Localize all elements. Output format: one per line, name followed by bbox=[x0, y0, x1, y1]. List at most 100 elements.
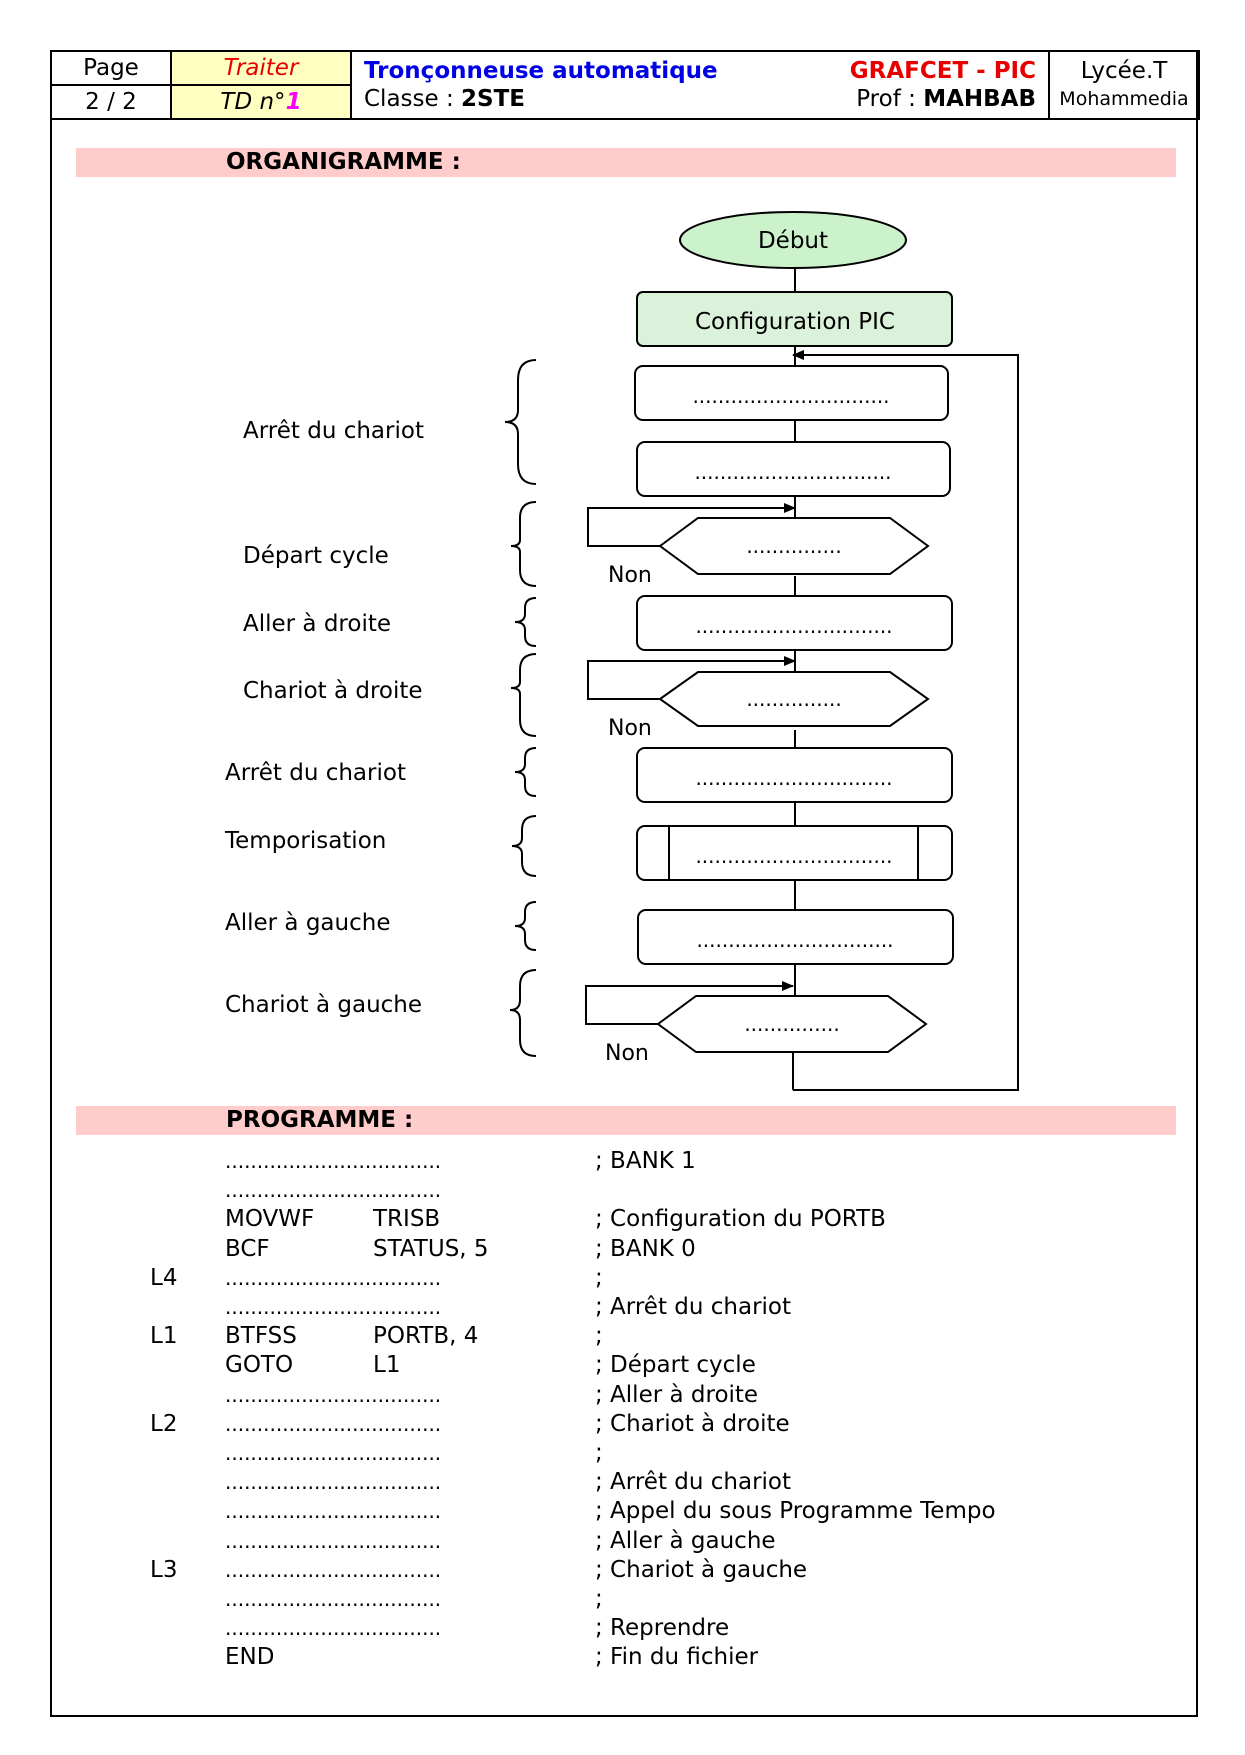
program-comment: ; Chariot à gauche bbox=[595, 1557, 808, 1583]
program-comment: ; BANK 1 bbox=[595, 1148, 696, 1174]
program-label: L2 bbox=[150, 1411, 178, 1437]
page-number: 2 / 2 bbox=[50, 84, 172, 120]
classe-label: Classe : bbox=[364, 86, 462, 112]
program-instruction: .................................. bbox=[225, 1470, 442, 1494]
school-cell: Lycée.T Mohammedia bbox=[1048, 50, 1200, 120]
flowchart-lines bbox=[585, 268, 1019, 1091]
process-box-5-text: ............................... bbox=[696, 928, 893, 952]
program-comment: ; bbox=[595, 1323, 603, 1349]
program-label: L4 bbox=[150, 1265, 178, 1291]
program-comment: ; Arrêt du chariot bbox=[595, 1469, 792, 1495]
program-instruction: .................................. bbox=[225, 1529, 442, 1553]
process-box-1-text: ............................... bbox=[692, 384, 889, 408]
traiter-label: Traiter bbox=[170, 50, 352, 86]
program-instruction: .................................. bbox=[225, 1616, 442, 1640]
step-label-temporisation: Temporisation bbox=[224, 828, 386, 854]
config-label: Configuration PIC bbox=[695, 309, 895, 335]
start-node bbox=[679, 211, 907, 269]
program-operand: TRISB bbox=[373, 1206, 441, 1232]
no-label-3: Non bbox=[605, 1041, 649, 1066]
classe-value: 2STE bbox=[461, 86, 525, 112]
doc-title: Tronçonneuse automatique bbox=[364, 58, 718, 84]
step-label-aller-gauche: Aller à gauche bbox=[225, 910, 390, 936]
step-label-arret-2: Arrêt du chariot bbox=[225, 760, 406, 786]
program-comment: ; BANK 0 bbox=[595, 1236, 696, 1262]
program-instruction: .................................. bbox=[225, 1383, 442, 1407]
step-label-chariot-gauche: Chariot à gauche bbox=[225, 992, 422, 1018]
program-comment: ; bbox=[595, 1586, 603, 1612]
header-table: Page Traiter Tronçonneuse automatique GR… bbox=[50, 50, 1200, 120]
prof-value: MAHBAB bbox=[923, 86, 1036, 112]
process-box-1 bbox=[634, 365, 949, 421]
decision-chariot-droite bbox=[658, 671, 930, 727]
program-instruction: .................................. bbox=[225, 1558, 442, 1582]
process-box-aller-gauche bbox=[637, 909, 954, 965]
process-box-2-text: ............................... bbox=[694, 460, 891, 484]
organigramme-title: ORGANIGRAMME : bbox=[226, 149, 461, 175]
subject-label: GRAFCET - PIC bbox=[849, 58, 1036, 84]
program-label: L3 bbox=[150, 1557, 178, 1583]
program-comment: ; Reprendre bbox=[595, 1615, 730, 1641]
title-cell: Tronçonneuse automatique GRAFCET - PIC C… bbox=[350, 50, 1050, 120]
decision-depart-cycle bbox=[658, 517, 930, 575]
program-instruction: .................................. bbox=[225, 1149, 442, 1173]
program-instruction: GOTO bbox=[225, 1352, 294, 1378]
school-name: Lycée.T bbox=[1080, 58, 1168, 84]
program-comment: ; Arrêt du chariot bbox=[595, 1294, 792, 1320]
curly-braces bbox=[504, 359, 537, 1057]
page-label: Page bbox=[50, 50, 172, 86]
step-label-aller-droite: Aller à droite bbox=[243, 611, 391, 637]
decision-1-text: ............... bbox=[746, 534, 841, 558]
program-comment: ; Fin du fichier bbox=[595, 1644, 759, 1670]
config-box bbox=[636, 291, 953, 347]
program-operand: PORTB, 4 bbox=[373, 1323, 479, 1349]
decision-chariot-gauche bbox=[656, 995, 928, 1053]
program-label: L1 bbox=[150, 1323, 178, 1349]
program-operand: STATUS, 5 bbox=[373, 1236, 489, 1262]
organigramme-banner: ORGANIGRAMME : bbox=[76, 148, 1176, 177]
program-instruction: .................................. bbox=[225, 1441, 442, 1465]
subroutine-box-text: ............................... bbox=[695, 844, 892, 868]
program-comment: ; Aller à droite bbox=[595, 1382, 759, 1408]
step-label-chariot-droite: Chariot à droite bbox=[243, 678, 423, 704]
prof-info: Prof : MAHBAB bbox=[856, 85, 1036, 113]
decision-2-text: ............... bbox=[746, 687, 841, 711]
process-box-aller-droite bbox=[636, 595, 953, 651]
program-instruction: BCF bbox=[225, 1236, 270, 1262]
classe-info: Classe : 2STE bbox=[364, 85, 525, 113]
program-instruction: MOVWF bbox=[225, 1206, 315, 1232]
programme-banner: PROGRAMME : bbox=[76, 1106, 1176, 1135]
program-instruction: .................................. bbox=[225, 1412, 442, 1436]
program-comment: ; Aller à gauche bbox=[595, 1528, 776, 1554]
program-instruction: .................................. bbox=[225, 1295, 442, 1319]
process-box-2 bbox=[636, 441, 951, 497]
step-labels: Arrêt du chariot Départ cycle Aller à dr… bbox=[224, 418, 424, 1018]
program-comment: ; bbox=[595, 1265, 603, 1291]
program-comment: ; bbox=[595, 1440, 603, 1466]
process-box-arret bbox=[636, 747, 953, 803]
program-instruction: END bbox=[225, 1644, 275, 1670]
td-prefix: TD n° bbox=[220, 89, 286, 115]
programme-title: PROGRAMME : bbox=[226, 1107, 414, 1133]
process-box-4-text: ............................... bbox=[695, 766, 892, 790]
step-label-depart-cycle: Départ cycle bbox=[243, 543, 389, 569]
decision-3-text: ............... bbox=[744, 1012, 839, 1036]
school-city: Mohammedia bbox=[1059, 88, 1189, 110]
program-instruction: .................................. bbox=[225, 1587, 442, 1611]
program-comment: ; Appel du sous Programme Tempo bbox=[595, 1498, 996, 1524]
td-number: 1 bbox=[285, 89, 302, 115]
process-box-3-text: ............................... bbox=[695, 614, 892, 638]
program-comment: ; Départ cycle bbox=[595, 1352, 756, 1378]
no-label-2: Non bbox=[608, 716, 652, 741]
program-comment: ; Configuration du PORTB bbox=[595, 1206, 886, 1232]
subroutine-box-tempo bbox=[636, 825, 953, 881]
prof-label: Prof : bbox=[856, 86, 924, 112]
program-comment: ; Chariot à droite bbox=[595, 1411, 790, 1437]
td-number-cell: TD n°1 bbox=[170, 84, 352, 120]
program-instruction: .................................. bbox=[225, 1178, 442, 1202]
program-instruction: .................................. bbox=[225, 1266, 442, 1290]
no-label-1: Non bbox=[608, 563, 652, 588]
program-operand: L1 bbox=[373, 1352, 401, 1378]
program-instruction: BTFSS bbox=[225, 1323, 297, 1349]
